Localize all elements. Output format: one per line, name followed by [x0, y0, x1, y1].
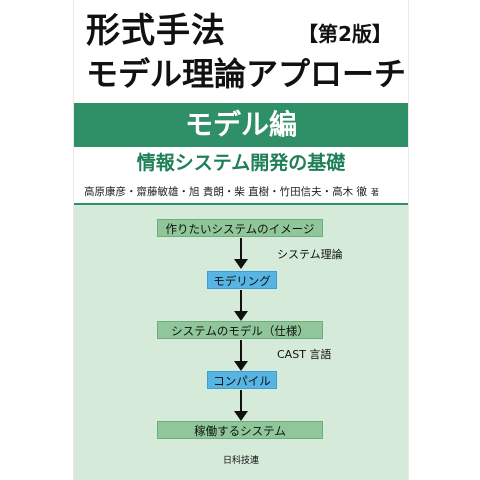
diagram-label-system-theory: システム理論: [277, 248, 343, 261]
diagram-step-model-spec: システムのモデル（仕様）: [157, 321, 323, 339]
diagram-label-cast: CAST 言語: [277, 348, 332, 361]
author-names: 高原康彦・齋藤敏雄・旭 貴朗・柴 直樹・竹田信夫・高木 徹: [84, 186, 368, 198]
process-diagram: 作りたいシステムのイメージ システム理論 モデリング システムのモデル（仕様） …: [74, 205, 408, 480]
edition-label: 【第2版】: [298, 22, 392, 46]
title-line-2: モデル理論アプローチ: [86, 55, 407, 93]
author-role: 著: [371, 188, 380, 197]
diagram-step-running-system: 稼働するシステム: [157, 421, 323, 439]
arrow-down-icon: [234, 340, 248, 371]
diagram-step-image: 作りたいシステムのイメージ: [157, 219, 323, 237]
diagram-step-compile: コンパイル: [207, 371, 277, 389]
title-band: モデル編: [74, 103, 408, 147]
subtitle: 情報システム開発の基礎: [136, 152, 346, 174]
publisher: 日科技連: [222, 456, 259, 466]
diagram-step-modeling: モデリング: [207, 271, 277, 289]
book-cover: 形式手法 【第2版】 モデル理論アプローチ モデル編 情報システム開発の基礎 高…: [73, 0, 409, 480]
band-title: モデル編: [184, 108, 297, 141]
authors: 高原康彦・齋藤敏雄・旭 貴朗・柴 直樹・竹田信夫・高木 徹著: [84, 187, 379, 198]
title-line-1: 形式手法: [86, 11, 226, 51]
divider-rule: [74, 203, 408, 205]
arrow-down-icon: [234, 390, 248, 421]
arrow-down-icon: [234, 290, 248, 321]
arrow-down-icon: [234, 238, 248, 269]
